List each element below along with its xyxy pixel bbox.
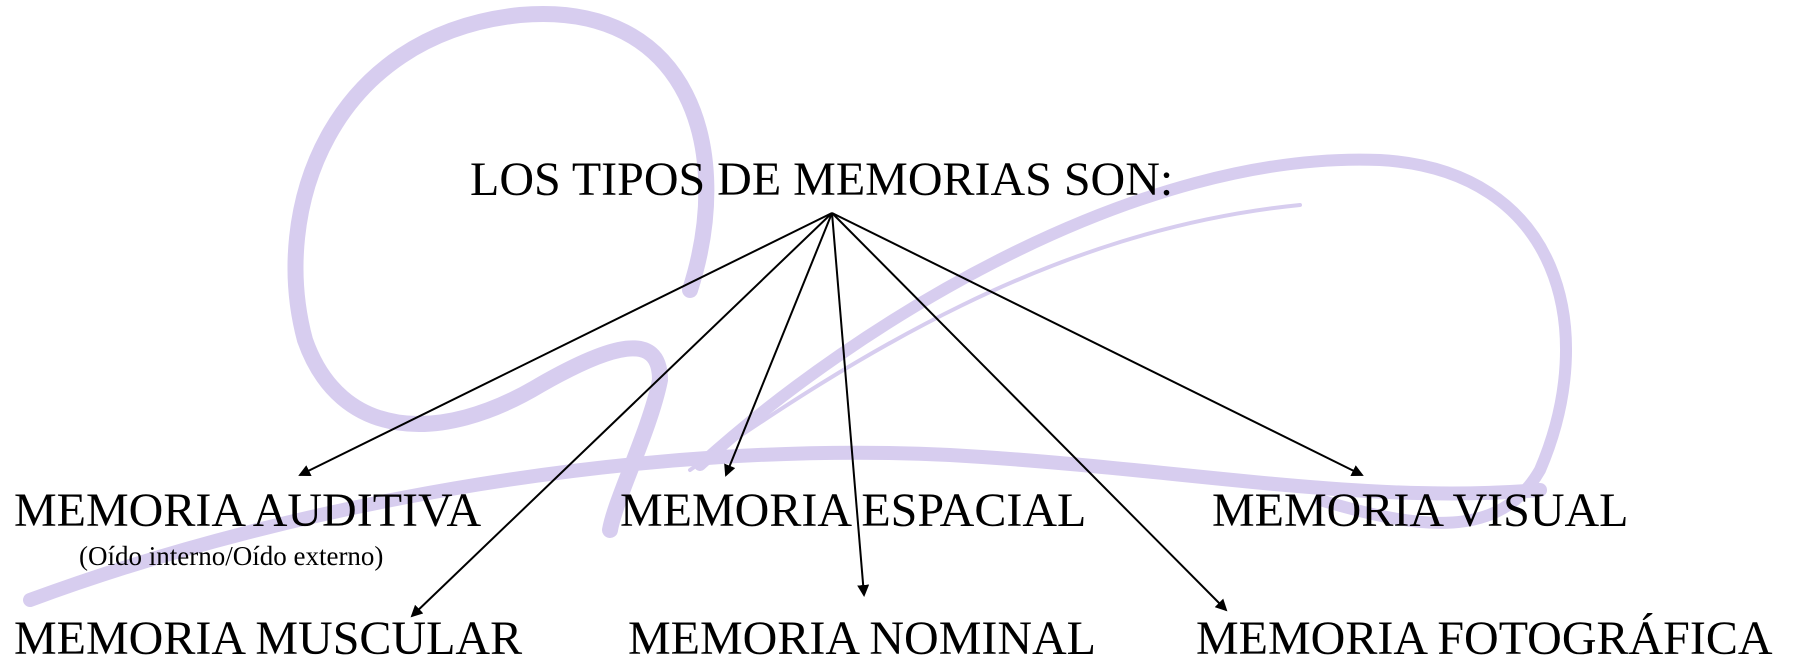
arrow-to-memoria-nominal <box>831 212 870 597</box>
node-memoria-visual: MEMORIA VISUAL <box>1212 484 1629 537</box>
ribbon-bottom-band <box>23 445 1547 607</box>
arrow-to-memoria-muscular <box>410 212 833 618</box>
decorative-ribbon <box>23 5 1572 607</box>
arrow-to-memoria-visual <box>831 212 1364 476</box>
arrow-to-memoria-auditiva <box>298 212 833 476</box>
arrow-to-memoria-fotografica <box>831 212 1228 612</box>
node-memoria-muscular: MEMORIA MUSCULAR <box>14 612 523 665</box>
node-memoria-fotografica: MEMORIA FOTOGRÁFICA <box>1196 612 1773 665</box>
diagram-title: LOS TIPOS DE MEMORIAS SON: <box>470 153 1174 206</box>
arrows <box>298 212 1364 618</box>
node-memoria-auditiva-sublabel: (Oído interno/Oído externo) <box>79 541 384 571</box>
node-memoria-auditiva: MEMORIA AUDITIVA <box>14 484 482 537</box>
ribbon-left-loop <box>287 5 715 538</box>
node-memoria-nominal: MEMORIA NOMINAL <box>628 612 1096 665</box>
node-memoria-espacial: MEMORIA ESPACIAL <box>620 484 1087 537</box>
ribbon-right-loop <box>694 153 1572 529</box>
ribbon-inner-stroke <box>688 203 1302 472</box>
arrow-to-memoria-espacial <box>724 212 833 477</box>
